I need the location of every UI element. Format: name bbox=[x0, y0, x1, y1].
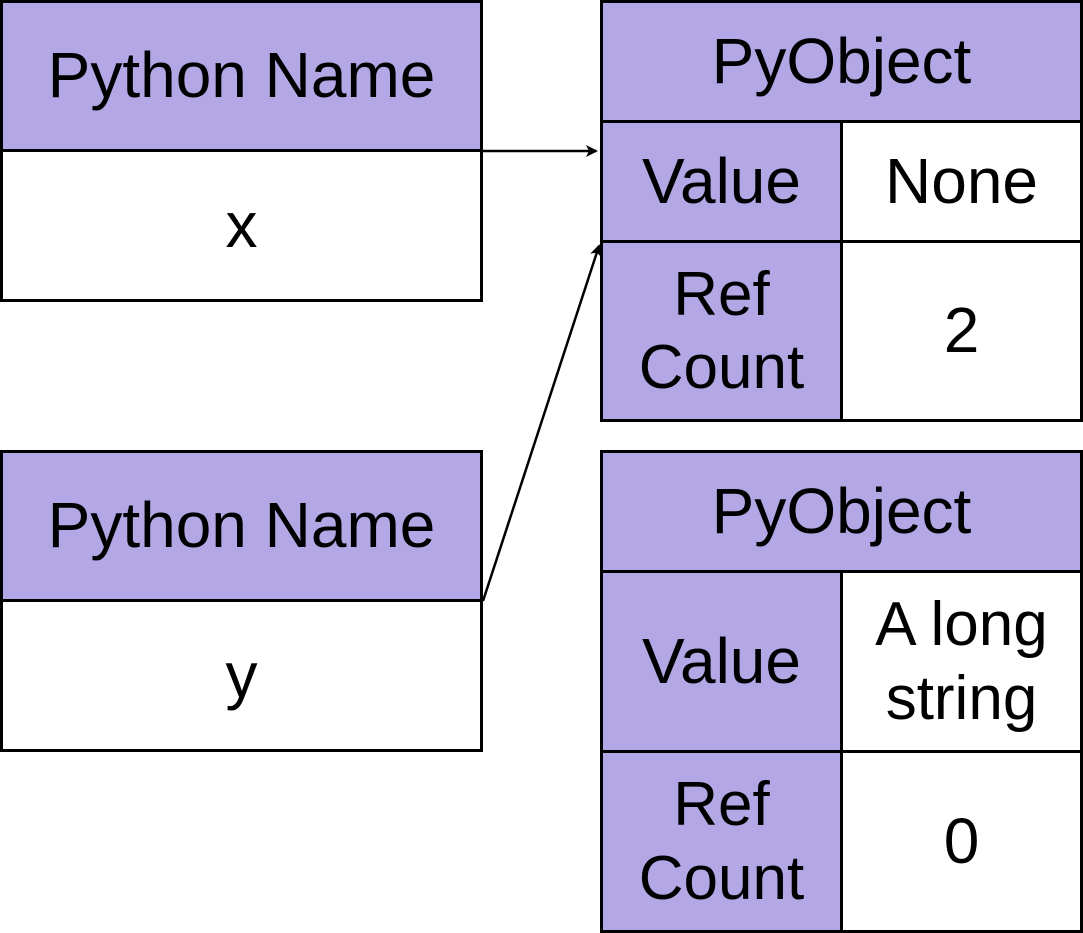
python-name-x-value: x bbox=[0, 149, 483, 302]
pyobject-2-value: A long string bbox=[840, 570, 1083, 753]
pyobject-2-refcount: 0 bbox=[840, 750, 1083, 933]
pyobject-1-header: PyObject bbox=[600, 0, 1083, 123]
pyobject-1-refcount: 2 bbox=[840, 240, 1083, 422]
pyobject-1-refcount-label: Ref Count bbox=[600, 240, 843, 422]
pyobject-2-value-label: Value bbox=[600, 570, 843, 753]
arrow-y-to-pyobject-1 bbox=[481, 244, 602, 602]
python-name-x-header: Python Name bbox=[0, 0, 483, 152]
pyobject-2-refcount-label: Ref Count bbox=[600, 750, 843, 933]
python-name-y-value: y bbox=[0, 599, 483, 752]
pyobject-1-value: None bbox=[840, 120, 1083, 243]
pyobject-2-header: PyObject bbox=[600, 450, 1083, 573]
pyobject-1-value-label: Value bbox=[600, 120, 843, 243]
python-name-y-header: Python Name bbox=[0, 450, 483, 602]
